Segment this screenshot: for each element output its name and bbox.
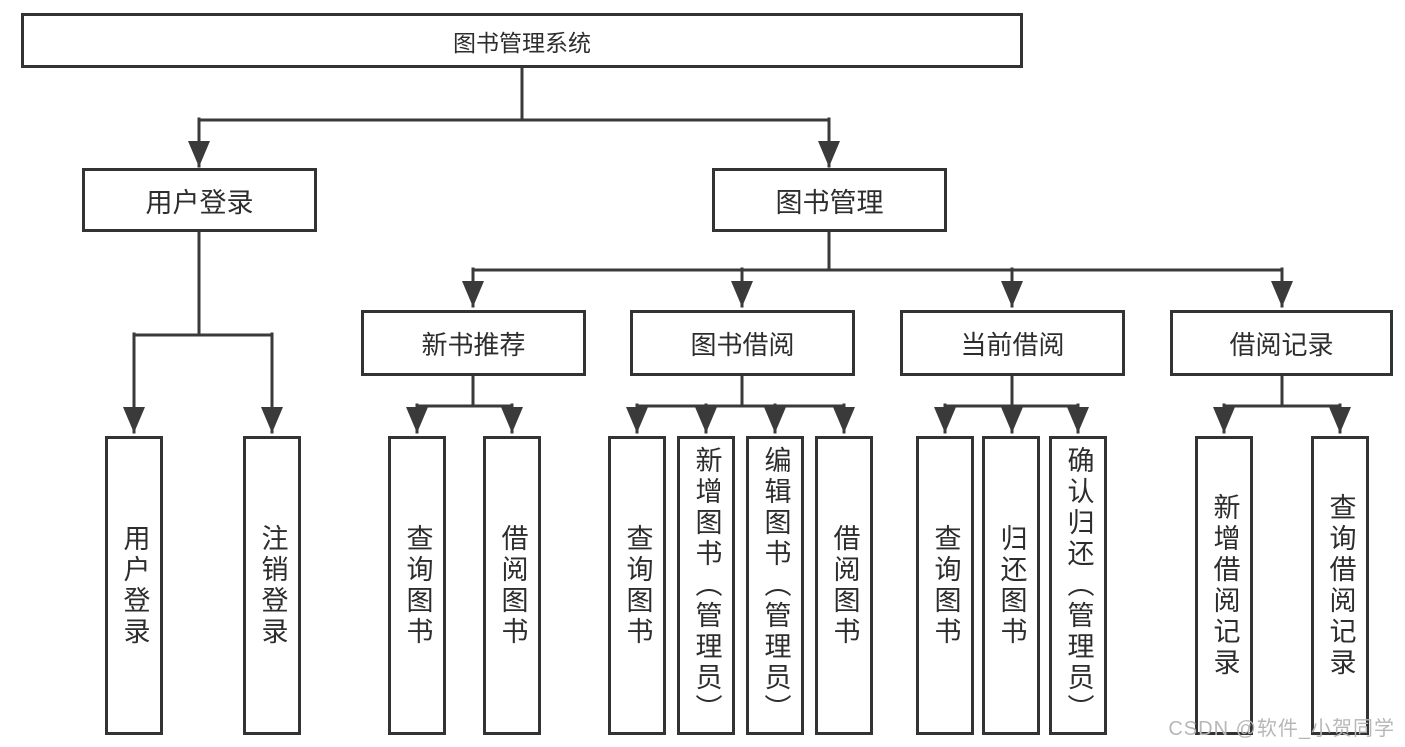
node-borrowing-records: 借阅记录: [1170, 310, 1393, 376]
leaf-label: 编辑图书（管理员）: [760, 446, 791, 725]
connector-borrowing-records-group: [1213, 374, 1351, 434]
leaf-label: 借阅图书: [497, 523, 528, 648]
node-book-management: 图书管理: [712, 168, 947, 232]
connector-root-to-level2: [188, 66, 840, 168]
leaf-label: 查询图书: [622, 523, 653, 648]
leaf-label: 确认归还（管理员）: [1063, 446, 1094, 725]
node-label: 用户登录: [145, 187, 254, 218]
leaf-confirm-return-admin: 确认归还（管理员）: [1049, 436, 1107, 735]
node-label: 当前借阅: [960, 329, 1065, 360]
connector-user-login-branch: [123, 230, 283, 434]
leaf-label: 新增借阅记录: [1209, 492, 1240, 679]
leaf-label: 借阅图书: [829, 523, 860, 648]
leaf-logout: 注销登录: [243, 436, 301, 735]
leaf-add-book-admin: 新增图书（管理员）: [677, 436, 735, 735]
node-label: 新书推荐: [421, 329, 526, 360]
leaf-label: 用户登录: [119, 523, 150, 648]
leaf-query-books-borrowing: 查询图书: [608, 436, 666, 735]
leaf-query-books-recommend: 查询图书: [388, 436, 446, 735]
node-label: 图书管理系统: [453, 29, 591, 56]
node-label: 图书管理: [775, 187, 884, 218]
connector-current-borrowing-group: [934, 374, 1089, 434]
node-label: 图书借阅: [690, 329, 795, 360]
node-current-borrowing: 当前借阅: [900, 310, 1125, 376]
leaf-label: 新增图书（管理员）: [691, 446, 722, 725]
leaf-add-borrow-record: 新增借阅记录: [1195, 436, 1253, 735]
node-user-login: 用户登录: [82, 168, 317, 232]
leaf-query-books-current: 查询图书: [916, 436, 974, 735]
leaf-label: 注销登录: [257, 523, 288, 648]
connector-book-borrowing-group: [626, 374, 855, 434]
node-new-book-recommendation: 新书推荐: [361, 310, 586, 376]
connector-book-management-branch: [462, 230, 1293, 308]
leaf-return-books: 归还图书: [982, 436, 1040, 735]
leaf-label: 查询图书: [402, 523, 433, 648]
leaf-label: 归还图书: [996, 523, 1027, 648]
node-label: 借阅记录: [1229, 329, 1334, 360]
node-book-borrowing: 图书借阅: [630, 310, 855, 376]
leaf-borrow-books: 借阅图书: [815, 436, 873, 735]
leaf-label: 查询借阅记录: [1325, 492, 1356, 679]
csdn-watermark: CSDN @软件_小贺同学: [1168, 718, 1395, 740]
node-library-management-system: 图书管理系统: [21, 13, 1023, 68]
leaf-query-borrow-record: 查询借阅记录: [1311, 436, 1369, 735]
leaf-user-login: 用户登录: [105, 436, 163, 735]
connector-new-book-group: [406, 374, 523, 434]
leaf-edit-book-admin: 编辑图书（管理员）: [746, 436, 804, 735]
leaf-label: 查询图书: [930, 523, 961, 648]
leaf-borrow-books-recommend: 借阅图书: [483, 436, 541, 735]
